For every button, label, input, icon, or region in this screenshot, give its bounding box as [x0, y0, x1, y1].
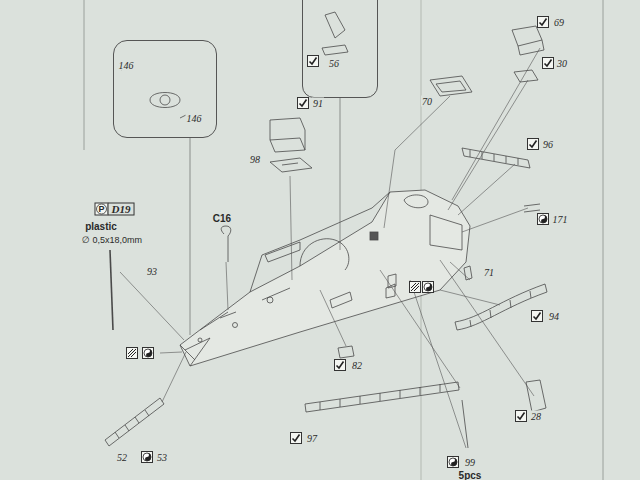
paint-icon	[448, 457, 459, 468]
callout-number: 69	[553, 17, 565, 28]
photo-etch-parts	[105, 12, 547, 448]
check-icon	[532, 311, 543, 322]
paint-icon	[142, 452, 153, 463]
bend-icon	[127, 348, 138, 359]
callout-number: 97	[306, 433, 318, 444]
finish-icons	[95, 17, 554, 468]
callout-number: 146	[118, 60, 135, 71]
callout-number: 91	[312, 98, 324, 109]
paint-icon	[143, 348, 154, 359]
plastic-icon-ring	[97, 204, 107, 214]
callout-number: 171	[552, 214, 569, 225]
check-icon	[543, 58, 554, 69]
callout-number: C16	[212, 213, 232, 224]
callout-number: 82	[351, 360, 363, 371]
sheet-frame	[84, 0, 603, 480]
callout-number: 30	[556, 58, 568, 69]
callout-number: 70	[421, 96, 433, 107]
callout-number: 93	[146, 266, 158, 277]
paint-icon	[538, 214, 549, 225]
detail-inset: 56	[302, 0, 378, 98]
check-icon	[516, 411, 527, 422]
check-icon	[335, 360, 346, 371]
callout-number: 56	[328, 58, 340, 69]
callout-number: plastic	[84, 221, 118, 232]
part-source-icon: P	[97, 204, 105, 215]
callout-number: 5pcs	[458, 470, 483, 480]
check-icon	[291, 433, 302, 444]
check-icon	[538, 17, 549, 28]
detail-inset: 146 146	[113, 40, 217, 138]
callout-number: 98	[249, 154, 261, 165]
callout-number: 94	[548, 311, 560, 322]
callout-number: 52	[116, 452, 128, 463]
callout-number: D19	[108, 203, 135, 216]
check-icon	[528, 139, 539, 150]
paint-icon	[423, 282, 434, 293]
callout-number: 53	[156, 452, 168, 463]
leader-lines	[120, 48, 540, 448]
plastic-icon-box	[95, 203, 108, 215]
check-icon	[308, 56, 319, 67]
hull-section	[180, 190, 470, 366]
callout-number: 99	[464, 457, 476, 468]
callout-number: 96	[542, 139, 554, 150]
bend-icon	[410, 282, 421, 293]
callout-number: ∅ 0,5x18,0mm	[81, 235, 143, 246]
check-icon	[298, 98, 309, 109]
callout-number: 146	[186, 113, 203, 124]
callout-number: 71	[483, 267, 495, 278]
callout-number: 28	[530, 411, 542, 422]
